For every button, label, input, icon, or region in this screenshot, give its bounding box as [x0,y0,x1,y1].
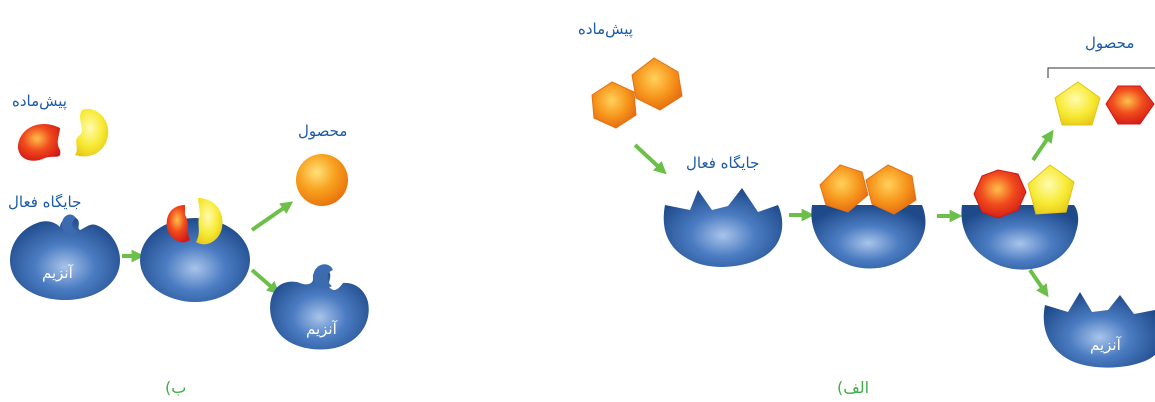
panel-alef-arrow-down [1028,268,1049,298]
panel-b-enzyme-1 [10,214,120,300]
panel-alef-caption: الف) [837,378,870,397]
panel-alef [591,57,1155,368]
panel-b-product-label: محصول [298,122,348,140]
panel-b-arrow-up [250,201,294,232]
panel-b-enzyme-3 [270,264,369,350]
panel-alef-substrate [591,57,683,129]
panel-alef-active-site-label: جایگاه فعال [686,154,760,172]
panel-alef-product-red [1105,85,1155,125]
panel-alef-enzyme-label: آنزیم [1090,336,1121,354]
panel-b-substrate [17,108,109,161]
panel-b-caption: ب) [165,378,187,397]
panel-alef-enzyme-3 [961,164,1079,270]
panel-b-enzyme-2 [140,198,250,302]
panel-b-enzyme-label-2: آنزیم [306,320,337,338]
panel-b-active-site-label: جایگاه فعال [8,193,82,211]
panel-alef-substrate-label: پیش‌ماده [578,20,633,38]
panel-b [10,108,369,350]
panel-alef-enzyme-1 [663,188,783,267]
panel-alef-enzyme-2 [811,164,926,269]
panel-b-enzyme-label: آنزیم [42,264,73,282]
panel-b-product [296,154,348,206]
panel-b-substrate-label: پیش‌ماده [12,92,67,110]
panel-b-arrow-down [250,268,280,295]
panel-alef-arrow-1 [633,143,667,175]
panel-alef-product-bracket [1047,67,1155,78]
panel-alef-enzyme-released [1043,292,1155,368]
panel-alef-product-yellow [1054,81,1101,126]
panel-alef-arrow-up [1031,129,1054,162]
panel-alef-product-label: محصول [1085,34,1135,52]
